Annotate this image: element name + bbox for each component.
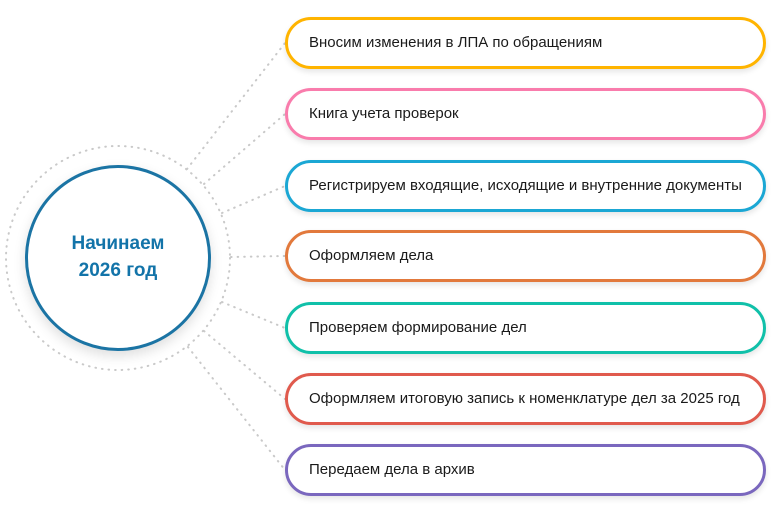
task-pill-label: Регистрируем входящие, исходящие и внутр… [309, 177, 742, 194]
task-pill-1: Вносим изменения в ЛПА по обращениям [285, 17, 766, 69]
dotted-halo-circle [5, 145, 231, 371]
connector-line [187, 346, 286, 471]
task-pill-label: Книга учета проверок [309, 105, 459, 122]
connector-line [186, 42, 286, 170]
task-pill-label: Оформляем итоговую запись к номенклатуре… [309, 390, 740, 407]
connector-line [203, 330, 286, 400]
connector-line [203, 113, 286, 185]
task-pill-label: Вносим изменения в ЛПА по обращениям [309, 34, 603, 51]
task-pill-4: Оформляем дела [285, 230, 766, 282]
connector-line [221, 185, 286, 214]
task-pill-5: Проверяем формирование дел [285, 302, 766, 354]
connector-line [221, 301, 286, 329]
center-label-line1: Начинаем [71, 233, 165, 255]
task-pill-6: Оформляем итоговую запись к номенклатуре… [285, 373, 766, 425]
task-pill-3: Регистрируем входящие, исходящие и внутр… [285, 160, 766, 212]
task-pill-label: Передаем дела в архив [309, 461, 475, 478]
center-label-line2: 2026 год [78, 260, 158, 281]
center-circle: Начинаем 2026 год [25, 165, 211, 351]
task-pill-2: Книга учета проверок [285, 88, 766, 140]
connector-line [230, 255, 286, 258]
task-pill-label: Проверяем формирование дел [309, 319, 527, 336]
center-label: Начинаем 2026 год [72, 231, 165, 284]
task-pill-7: Передаем дела в архив [285, 444, 766, 496]
task-pill-label: Оформляем дела [309, 247, 434, 264]
